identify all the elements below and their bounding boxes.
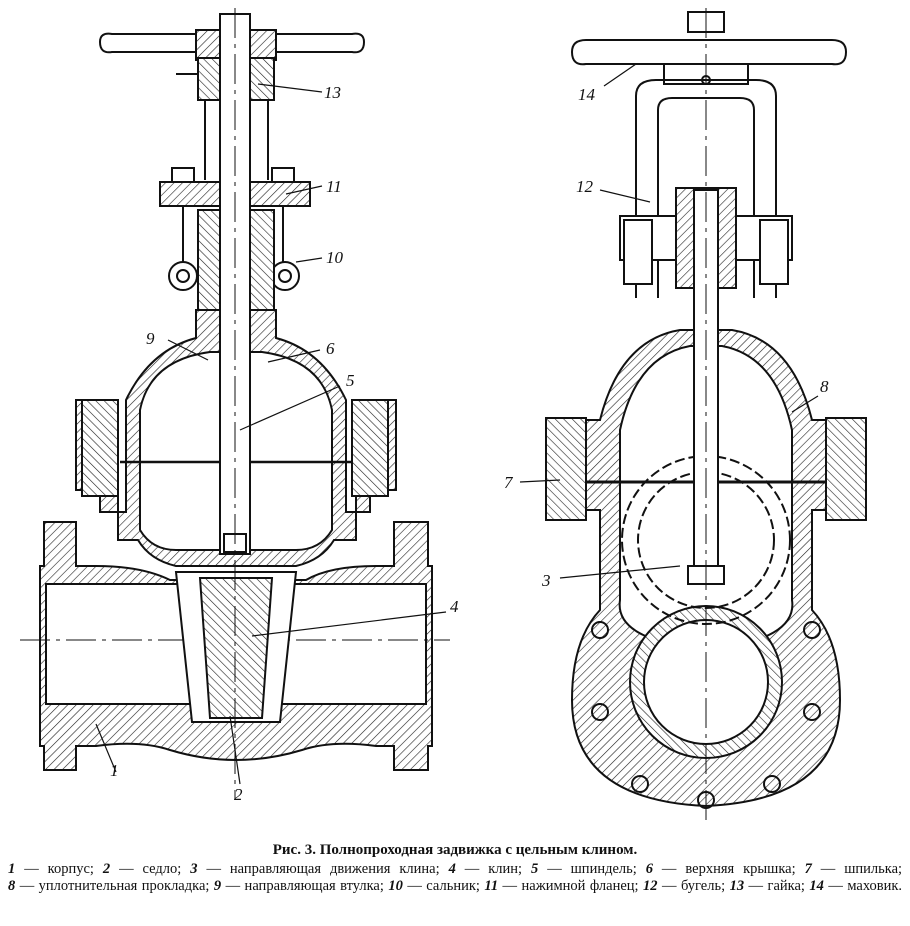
callout-8: 8 bbox=[820, 377, 829, 396]
flange-bolt-left-b bbox=[351, 399, 389, 497]
legend-item-number: 10 bbox=[388, 878, 403, 894]
callout-9: 9 bbox=[146, 329, 155, 348]
flange-bolt-right-b bbox=[825, 417, 867, 521]
legend-item-text: — направляющая втулка; bbox=[221, 878, 384, 894]
legend-item-number: 9 bbox=[213, 878, 222, 894]
legend-item: 3 — направляющая движения клина; bbox=[190, 861, 439, 877]
eyebolt-left-b bbox=[270, 261, 300, 291]
yoke-left bbox=[204, 100, 269, 180]
legend-item-text: — нажимной фланец; bbox=[498, 878, 639, 894]
callout-7: 7 bbox=[504, 473, 514, 492]
legend-item-text: — сальник; bbox=[402, 878, 480, 894]
legend-item-number: 4 bbox=[448, 861, 456, 877]
legend-item-number: 8 bbox=[8, 878, 16, 894]
legend-item-number: 7 bbox=[804, 861, 812, 877]
legend-item: 9 — направляющая втулка; bbox=[214, 878, 384, 894]
callout-3: 3 bbox=[541, 571, 551, 590]
legend-item: 6 — верхняя крышка; bbox=[646, 861, 796, 877]
right-callouts bbox=[519, 63, 819, 579]
flange-bolt-left-a bbox=[81, 399, 119, 497]
right-section-view bbox=[545, 8, 867, 820]
handwheel-right bbox=[570, 39, 848, 66]
legend-item: 2 — седло; bbox=[103, 861, 181, 877]
legend-item-text: — верхняя крышка; bbox=[652, 861, 796, 877]
legend-item: 10 — сальник; bbox=[388, 878, 480, 894]
callout-12: 12 bbox=[576, 177, 594, 196]
legend-item: 8 — уплотнительная прокладка; bbox=[8, 878, 209, 894]
legend-item: 4 — клин; bbox=[449, 861, 522, 877]
legend-item-text: — гайка; bbox=[744, 878, 805, 894]
valve-drawing: 13 11 10 9 6 5 4 2 1 bbox=[20, 8, 867, 820]
legend-item: 13 — гайка; bbox=[730, 878, 805, 894]
legend-item-number: 13 bbox=[729, 878, 745, 894]
legend-item-text: — корпус; bbox=[15, 861, 94, 877]
left-callouts bbox=[95, 83, 447, 785]
legend-item-text: — шпилька; bbox=[811, 861, 903, 877]
callout-10: 10 bbox=[326, 248, 344, 267]
legend-item: 12 — бугель; bbox=[643, 878, 725, 894]
legend-item-text: — шпиндель; bbox=[538, 861, 637, 877]
legend-item-number: 2 bbox=[102, 861, 111, 877]
callout-2: 2 bbox=[234, 785, 243, 804]
figure-caption: Рис. 3. Полнопроходная задвижка с цельны… bbox=[8, 842, 902, 895]
legend-item-text: — бугель; bbox=[657, 878, 726, 894]
legend-item: 1 — корпус; bbox=[8, 861, 94, 877]
legend-item-number: 3 bbox=[190, 861, 198, 877]
callout-5: 5 bbox=[346, 371, 355, 390]
callout-1: 1 bbox=[110, 761, 119, 780]
legend-item-number: 12 bbox=[643, 878, 658, 894]
callout-6: 6 bbox=[326, 339, 335, 358]
legend-item-number: 14 bbox=[809, 878, 824, 894]
legend-item-number: 1 bbox=[8, 861, 16, 877]
legend-item: 14 — маховик. bbox=[809, 878, 902, 894]
caption-legend: 1 — корпус; 2 — седло; 3 — направляющая … bbox=[8, 861, 902, 895]
left-section-view bbox=[20, 8, 450, 800]
legend-item-text: — клин; bbox=[455, 861, 523, 877]
legend-item: 11 — нажимной фланец; bbox=[484, 878, 638, 894]
legend-item-text: — маховик. bbox=[823, 878, 903, 894]
callout-4: 4 bbox=[450, 597, 459, 616]
legend-item-number: 5 bbox=[531, 861, 539, 877]
legend-item-text: — уплотнительная прокладка; bbox=[15, 878, 210, 894]
flange-bolt-right-a bbox=[545, 417, 587, 521]
legend-item-text: — направляющая движения клина; bbox=[197, 861, 440, 877]
eyebolt-left-a bbox=[168, 261, 198, 291]
legend-item-text: — седло; bbox=[110, 861, 182, 877]
legend-item: 5 — шпиндель; bbox=[531, 861, 637, 877]
caption-title: Рис. 3. Полнопроходная задвижка с цельны… bbox=[272, 842, 638, 858]
legend-item-number: 11 bbox=[484, 878, 499, 894]
legend-item: 7 — шпилька; bbox=[805, 861, 902, 877]
callout-11: 11 bbox=[326, 177, 342, 196]
callout-13: 13 bbox=[324, 83, 341, 102]
legend-item-number: 6 bbox=[645, 861, 653, 877]
callout-14: 14 bbox=[578, 85, 596, 104]
